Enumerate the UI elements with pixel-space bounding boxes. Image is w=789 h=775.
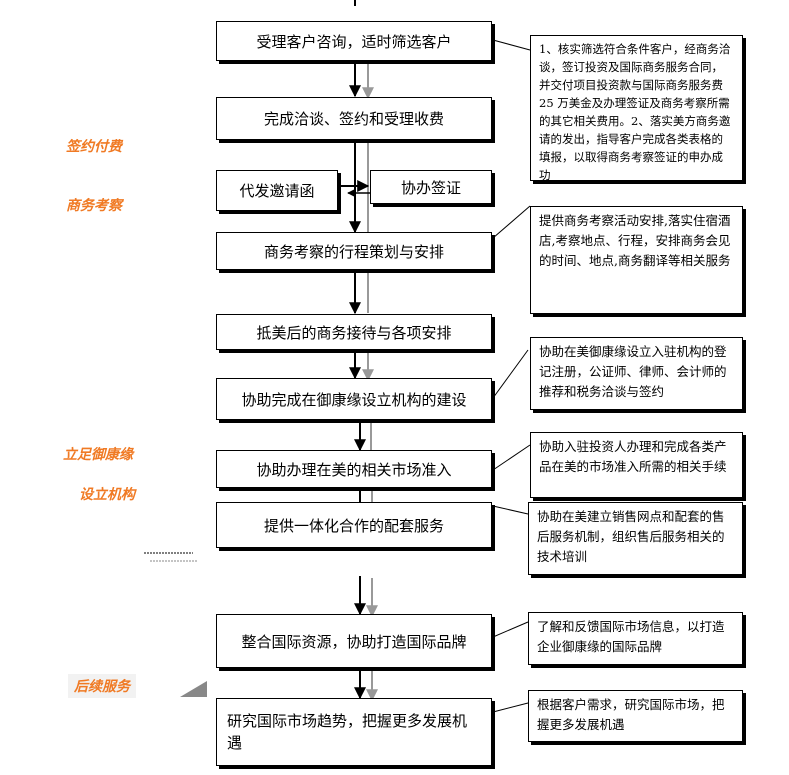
step-label: 协助办理在美的相关市场准入 <box>256 460 452 479</box>
note-text: 根据客户需求，研究国际市场，把握更多发展机遇 <box>537 697 725 732</box>
step-label: 商务考察的行程策划与安排 <box>263 242 444 261</box>
note-brand: 了解和反馈国际市场信息，以打造企业御康缘的国际品牌 <box>528 612 743 665</box>
step-label: 完成洽谈、签约和受理收费 <box>263 110 444 128</box>
note-text: 协助入驻投资人办理和完成各类产品在美的市场准入所需的相关手续 <box>539 439 727 474</box>
link-step1-note1 <box>492 39 531 51</box>
step-market-access: 协助办理在美的相关市场准入 <box>216 450 492 488</box>
step-label: 整合国际资源，协助打造国际品牌 <box>241 632 467 651</box>
link-step10-note7 <box>492 702 529 713</box>
link-step6-note3 <box>492 349 529 399</box>
note-text: 协助在美御康缘设立入驻机构的登记注册，公证师、律师、会计师的推荐和税务洽谈与签约 <box>539 344 727 399</box>
step-accept-inquiry: 受理客户咨询，适时筛选客户 <box>216 21 492 61</box>
step-reception: 抵美后的商务接待与各项安排 <box>216 314 492 350</box>
step-label: 受理客户咨询，适时筛选客户 <box>256 32 452 51</box>
step-establish-institution: 协助完成在御康缘设立机构的建设 <box>216 378 492 420</box>
section-label-followup: 后续服务 <box>68 674 136 698</box>
link-step9-note6 <box>492 621 529 638</box>
section-label-inspection: 商务考察 <box>66 198 122 214</box>
step-label: 提供一体化合作的配套服务 <box>263 516 444 535</box>
link-step4-note2 <box>492 205 531 239</box>
step-sign-contract: 完成洽谈、签约和受理收费 <box>216 97 492 140</box>
step-label: 代发邀请函 <box>239 182 315 200</box>
section-label-foothold: 立足御康缘 <box>63 447 133 463</box>
note-text: 提供商务考察活动安排,落实住宿酒店,考察地点、行程，安排商务会见的时间、地点,商… <box>539 213 731 268</box>
step-send-invitation: 代发邀请函 <box>216 170 338 211</box>
note-research: 根据客户需求，研究国际市场，把握更多发展机遇 <box>528 690 743 742</box>
note-contract-details: 1、核实筛选符合条件客户，经商务洽谈，签订投资及国际商务服务合同，并交付项目投资… <box>530 35 743 182</box>
link-step8-note5 <box>492 505 529 515</box>
note-text: 1、核实筛选符合条件客户，经商务洽谈，签订投资及国际商务服务合同，并交付项目投资… <box>539 42 731 182</box>
section-label-establish: 设立机构 <box>79 487 135 503</box>
note-after-sales: 协助在美建立销售网点和配套的售后服务机制，组织售后服务相关的技术培训 <box>528 502 743 575</box>
step-itinerary-plan: 商务考察的行程策划与安排 <box>216 232 492 270</box>
note-visit-arrangements: 提供商务考察活动安排,落实住宿酒店,考察地点、行程，安排商务会见的时间、地点,商… <box>530 206 743 314</box>
note-text: 协助在美建立销售网点和配套的售后服务机制，组织售后服务相关的技术培训 <box>537 509 725 564</box>
step-support-services: 提供一体化合作的配套服务 <box>216 502 492 548</box>
step-label: 协办签证 <box>400 178 461 197</box>
step-international-brand: 整合国际资源，协助打造国际品牌 <box>216 614 492 668</box>
step-label: 研究国际市场趋势，把握更多发展机遇 <box>227 712 468 752</box>
note-market-access: 协助入驻投资人办理和完成各类产品在美的市场准入所需的相关手续 <box>530 432 743 498</box>
step-visa-assist: 协办签证 <box>370 170 492 204</box>
section-label-signing: 签约付费 <box>66 139 122 155</box>
step-label: 抵美后的商务接待与各项安排 <box>256 323 452 342</box>
step-market-research: 研究国际市场趋势，把握更多发展机遇 <box>216 698 492 766</box>
step-label: 协助完成在御康缘设立机构的建设 <box>241 390 467 409</box>
wedge-shape <box>180 681 207 697</box>
note-registration: 协助在美御康缘设立入驻机构的登记注册，公证师、律师、会计师的推荐和税务洽谈与签约 <box>530 337 743 410</box>
note-text: 了解和反馈国际市场信息，以打造企业御康缘的国际品牌 <box>537 619 725 654</box>
link-step7-note4 <box>492 444 531 471</box>
